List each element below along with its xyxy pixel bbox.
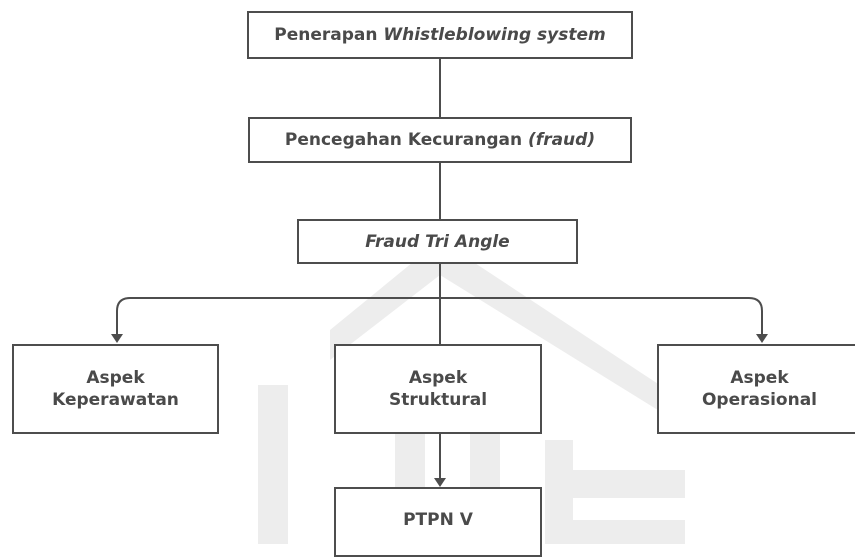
node-ptpn-v: PTPN V [334,487,542,557]
node-aspek-keperawatan: Aspek Keperawatan [12,344,219,434]
node-pencegahan-plain: Pencegahan Kecurangan [284,130,529,150]
node-pencegahan-kecurangan: Pencegahan Kecurangan (fraud) [248,117,632,163]
node-aspek-struktural-line2: Struktural [388,390,488,410]
node-penerapan-italic: Whistleblowing system [383,25,606,45]
edge-fraud-operasional [440,297,763,336]
node-aspek-keperawatan-line1: Aspek [86,368,145,388]
node-ptpn-v-label: PTPN V [403,510,473,530]
arrowhead-ptpn [434,478,446,487]
arrowhead-keperawatan [111,334,123,343]
node-pencegahan-italic: (fraud) [528,130,596,150]
node-fraud-triangle: Fraud Tri Angle [297,219,578,264]
node-aspek-operasional-line2: Operasional [701,390,818,410]
node-penerapan-whistleblowing: Penerapan Whistleblowing system [247,11,633,59]
connector-lines [111,59,768,487]
node-aspek-struktural-line1: Aspek [408,368,468,388]
node-aspek-operasional: Aspek Operasional [657,344,855,434]
arrowhead-operasional [756,334,768,343]
node-fraud-triangle-label: Fraud Tri Angle [365,231,510,252]
node-aspek-keperawatan-line2: Keperawatan [52,390,179,410]
node-penerapan-plain: Penerapan [274,25,384,45]
node-aspek-operasional-line1: Aspek [730,368,789,388]
edge-fraud-keperawatan [116,297,440,336]
node-aspek-struktural: Aspek Struktural [334,344,542,434]
